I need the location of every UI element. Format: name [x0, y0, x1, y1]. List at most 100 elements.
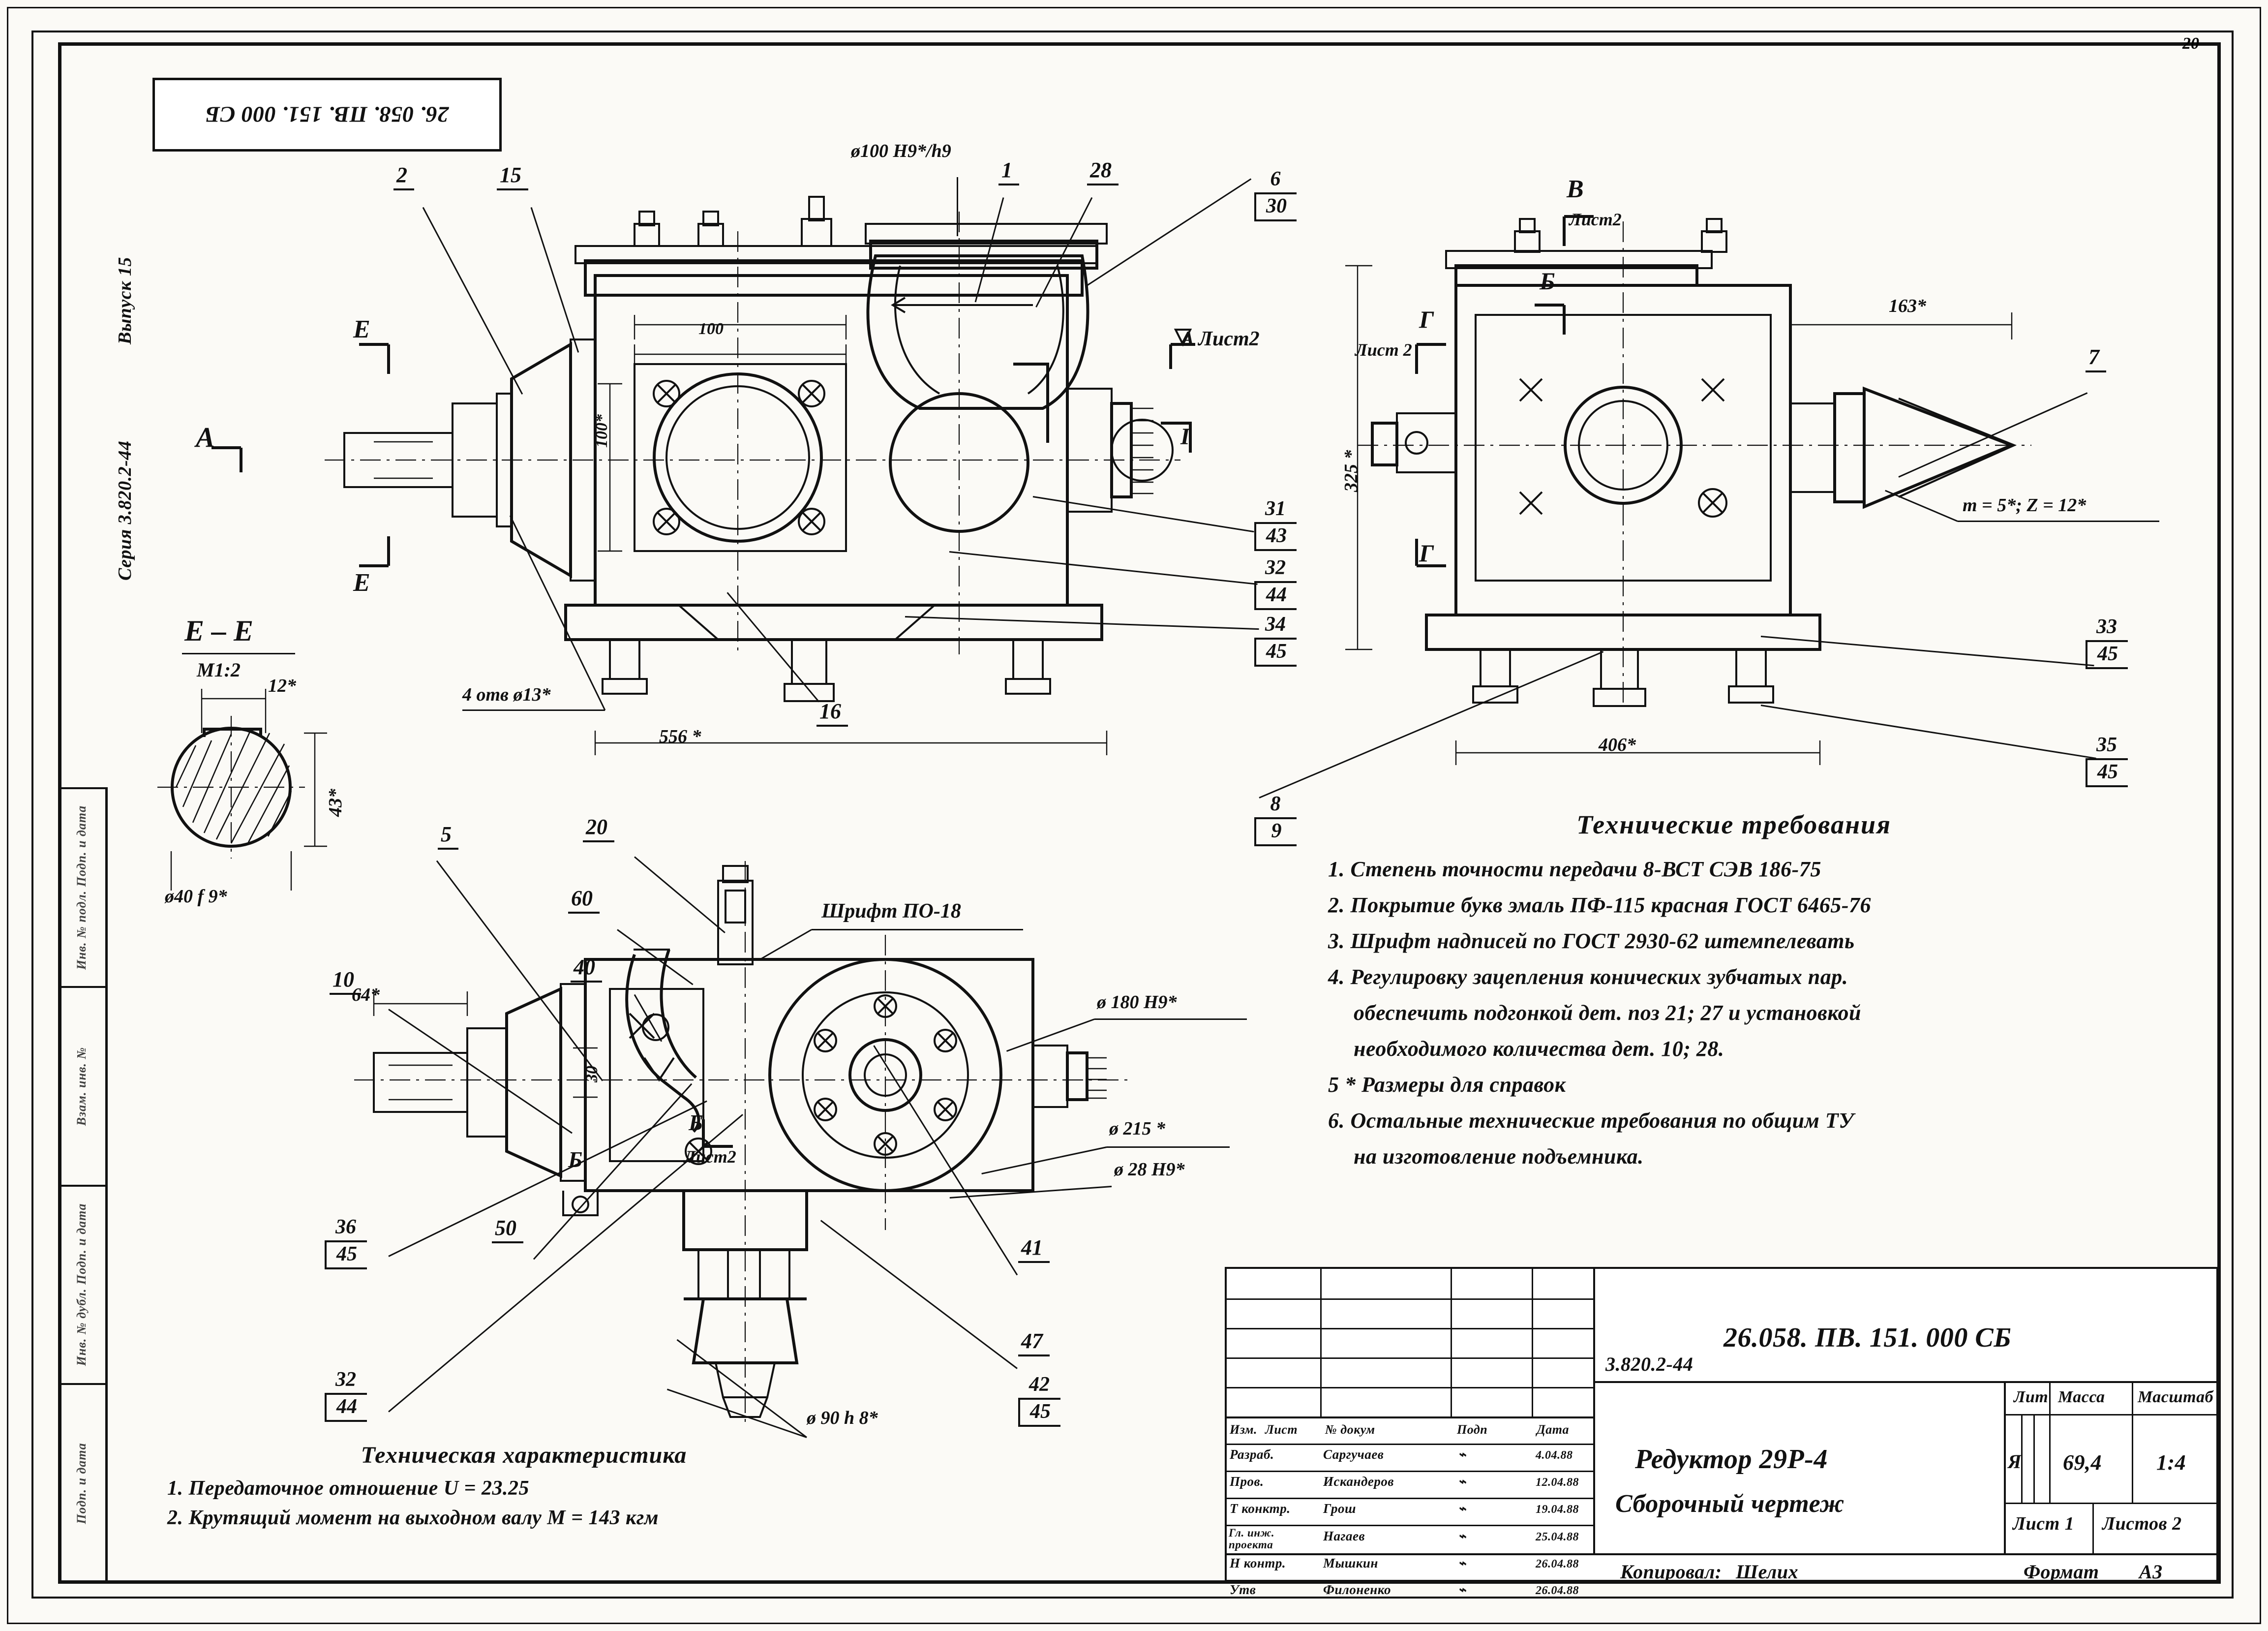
position-callout-10: 10	[330, 967, 361, 995]
leader-shelf-holes	[462, 709, 605, 711]
tb-line	[1532, 1269, 1533, 1416]
archive-cell: Взам. инв. №	[58, 988, 105, 1187]
tb-row-sign: ⌁	[1458, 1556, 1466, 1570]
tb-copied-value: Шелих	[1736, 1561, 1799, 1583]
tb-scale-header: Масштаб	[2138, 1388, 2214, 1406]
callout-top: 33	[2086, 615, 2128, 642]
frame-outer	[31, 31, 2234, 1599]
tech-requirement-item: обеспечить подгонкой дет. поз 21; 27 и у…	[1354, 1001, 1861, 1025]
tb-col-list: Лист	[1265, 1422, 1298, 1437]
tech-requirement-item: 1. Степень точности передачи 8-ВСТ СЭВ 1…	[1328, 857, 1821, 881]
detail-mark-I: I	[1180, 424, 1190, 450]
callout-stack-42-45: 42 45	[1018, 1373, 1060, 1427]
position-callout-41: 41	[1018, 1235, 1050, 1263]
gear-module-note: m = 5*; Z = 12*	[1963, 495, 2087, 516]
tech-requirements-block: Технические требования 1. Степень точнос…	[1328, 809, 2140, 1169]
tb-mass-value: 69,4	[2063, 1450, 2102, 1475]
position-callout-15: 15	[497, 162, 528, 190]
dimension-64: 64*	[352, 985, 380, 1005]
tb-format-label: Формат	[2024, 1561, 2099, 1583]
callout-top: 31	[1254, 497, 1297, 524]
archive-cell: Подп. и дата	[58, 1385, 105, 1584]
tb-row-role: Пров.	[1230, 1474, 1264, 1489]
tb-row-name: Филоненко	[1323, 1582, 1391, 1597]
tb-line	[1227, 1553, 1593, 1555]
callout-bottom: 45	[325, 1242, 367, 1269]
shelf-215	[1107, 1146, 1230, 1148]
tb-row-date: 19.04.88	[1536, 1503, 1579, 1516]
designation-box-top: 26. 058. ПВ. 151. 000 СБ	[152, 78, 502, 152]
callout-stack-6-30: 6 30	[1254, 167, 1297, 221]
dimension-100: 100	[698, 320, 724, 338]
tech-requirements-title: Технические требования	[1576, 810, 1891, 839]
tb-line	[2132, 1383, 2133, 1503]
callout-stack-8-9: 8 9	[1254, 792, 1297, 846]
tb-col-podp: Подп	[1457, 1422, 1488, 1437]
callout-top: 6	[1254, 167, 1297, 194]
archive-strip: Инв. № подл. Подп. и дата Взам. инв. № И…	[58, 787, 108, 1584]
tb-line	[1227, 1471, 1593, 1472]
callout-stack-32-44-plan: 32 44	[325, 1368, 367, 1422]
view-mark-G-bottom: Г	[1419, 539, 1434, 567]
tb-line	[1320, 1269, 1322, 1416]
tech-characteristics-title: Техническая характеристика	[361, 1442, 687, 1468]
position-callout-60: 60	[568, 886, 600, 914]
tb-product-name: Редуктор 29Р-4	[1635, 1444, 1828, 1475]
section-ee-title: E – E	[184, 615, 254, 647]
tech-characteristics-block: Техническая характеристика 1. Передаточн…	[167, 1442, 880, 1530]
tb-row-sign: ⌁	[1458, 1447, 1466, 1462]
view-mark-list2-a: Лист2	[1569, 210, 1622, 229]
callout-top: 42	[1018, 1373, 1060, 1400]
archive-cell-label: Инв. № дубл. Подп. и дата	[74, 1203, 89, 1366]
callout-bottom: 44	[325, 1395, 367, 1422]
tb-copied-label: Копировал:	[1620, 1561, 1722, 1583]
tb-series-code: 3.820.2-44	[1605, 1353, 1693, 1375]
callout-top: 35	[2086, 733, 2128, 760]
tb-row-date: 12.04.88	[1536, 1476, 1579, 1489]
tb-scale-value: 1:4	[2156, 1450, 2186, 1475]
dimension-325: 325 *	[1341, 450, 1361, 492]
tb-sheet-label: Лист 1	[2013, 1513, 2075, 1534]
dimension-30: 30	[583, 1066, 601, 1082]
dimension-bore-100h9: ø100 H9*/h9	[851, 141, 951, 161]
view-mark-V: В	[1567, 175, 1584, 203]
tb-row-role: Н контр.	[1230, 1556, 1286, 1570]
callout-bottom: 30	[1254, 194, 1297, 221]
archive-cell: Инв. № подл. Подп. и дата	[58, 789, 105, 988]
tb-line	[1227, 1328, 1593, 1329]
tb-row-sign: ⌁	[1458, 1582, 1466, 1597]
dimension-90h8: ø 90 h 8*	[807, 1408, 878, 1428]
tb-row-name: Мышкин	[1323, 1556, 1378, 1570]
callout-bottom: 45	[2086, 642, 2128, 669]
tb-lit-header: Лит	[2014, 1388, 2049, 1406]
position-callout-7: 7	[2086, 344, 2106, 372]
tb-lit-value: Я	[2008, 1450, 2022, 1473]
stamp-font-note: Шрифт ПО-18	[821, 900, 961, 923]
tb-line	[1227, 1498, 1593, 1499]
tb-col-data: Дата	[1537, 1422, 1569, 1437]
tb-line	[2021, 1414, 2023, 1503]
tb-line	[1227, 1298, 1593, 1300]
position-callout-50: 50	[492, 1215, 523, 1243]
tb-row-sign: ⌁	[1458, 1474, 1466, 1489]
tb-row-name: Искандеров	[1323, 1474, 1394, 1489]
position-callout-20: 20	[583, 814, 614, 842]
issue-vertical-label: Выпуск 15	[115, 257, 135, 344]
tb-row-name: Грош	[1323, 1501, 1357, 1516]
callout-stack-33-45: 33 45	[2086, 615, 2128, 669]
page-number: 20	[2182, 34, 2199, 53]
tb-line	[1227, 1416, 1593, 1418]
position-callout-2: 2	[393, 162, 414, 190]
tb-row-date: 26.04.88	[1536, 1584, 1579, 1597]
view-mark-G-top: Г	[1419, 306, 1434, 333]
dimension-4-holes-13: 4 отв ø13*	[462, 684, 551, 705]
designation-box-text: 26. 058. ПВ. 151. 000 СБ	[205, 102, 449, 127]
callout-stack-32-44: 32 44	[1254, 556, 1297, 610]
section-mark-A-list2: A Лист2	[1180, 328, 1260, 350]
callout-stack-34-45: 34 45	[1254, 613, 1297, 667]
tb-line	[2092, 1503, 2094, 1553]
tb-line	[1227, 1387, 1593, 1388]
callout-stack-36-45: 36 45	[325, 1215, 367, 1269]
tech-characteristic-item: 2. Крутящий момент на выходном валу М = …	[167, 1507, 659, 1529]
